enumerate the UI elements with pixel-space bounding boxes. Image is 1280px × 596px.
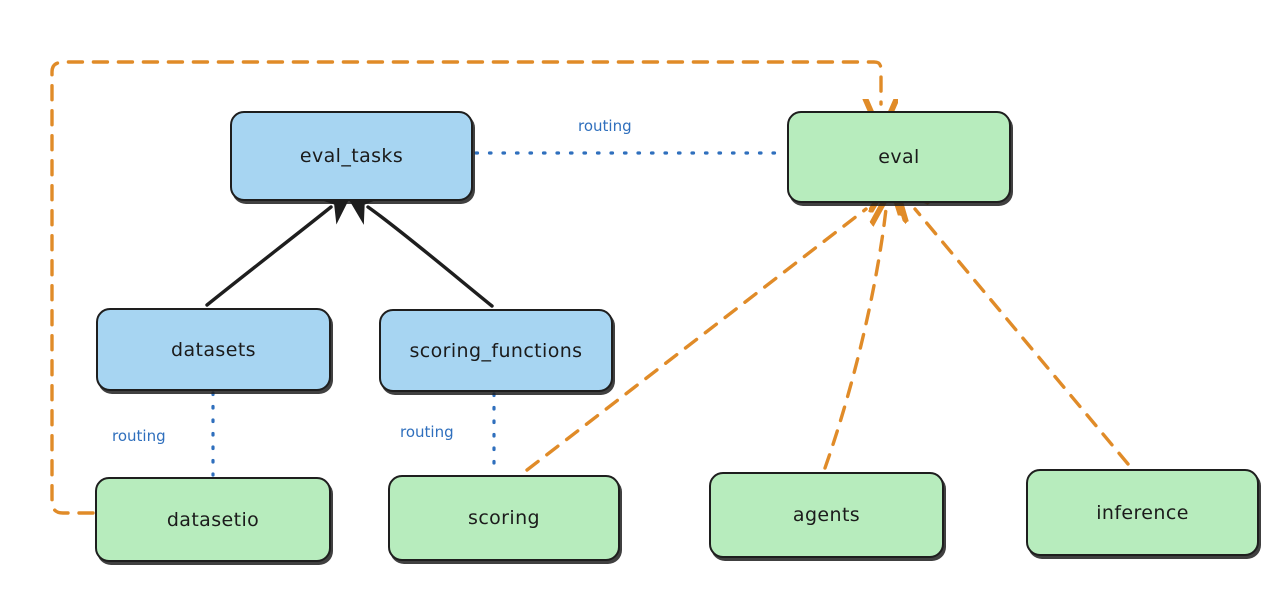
- node-label: eval_tasks: [299, 145, 404, 167]
- edge-datasetio-to-eval: [50, 60, 881, 515]
- node-datasetio[interactable]: datasetio: [95, 477, 331, 562]
- edge-label-routing-eval-tasks-eval: routing: [578, 117, 632, 135]
- edge-scoring-to-eval: [525, 209, 866, 472]
- node-agents[interactable]: agents: [709, 472, 944, 558]
- node-scoring[interactable]: scoring: [388, 475, 620, 561]
- node-label: agents: [792, 504, 861, 526]
- edge-inference-to-eval: [915, 209, 1130, 466]
- edge-datasets-to-eval-tasks: [205, 187, 355, 307]
- node-eval[interactable]: eval: [787, 111, 1011, 203]
- node-label: inference: [1096, 501, 1189, 524]
- edge-label-routing-scoring-functions-scoring: routing: [400, 423, 454, 441]
- edge-scoring-functions-to-eval-tasks: [342, 189, 494, 308]
- node-eval-tasks[interactable]: eval_tasks: [230, 111, 473, 201]
- node-datasets[interactable]: datasets: [96, 308, 331, 391]
- node-inference[interactable]: inference: [1026, 469, 1259, 556]
- edge-label-routing-datasets-datasetio: routing: [112, 427, 166, 445]
- node-scoring-functions[interactable]: scoring_functions: [379, 309, 613, 392]
- node-label: scoring_functions: [409, 339, 583, 362]
- node-label: datasetio: [166, 508, 260, 531]
- node-label: datasets: [171, 338, 256, 361]
- node-label: scoring: [468, 507, 540, 529]
- node-label: eval: [878, 146, 920, 168]
- edge-agents-to-eval: [823, 209, 886, 470]
